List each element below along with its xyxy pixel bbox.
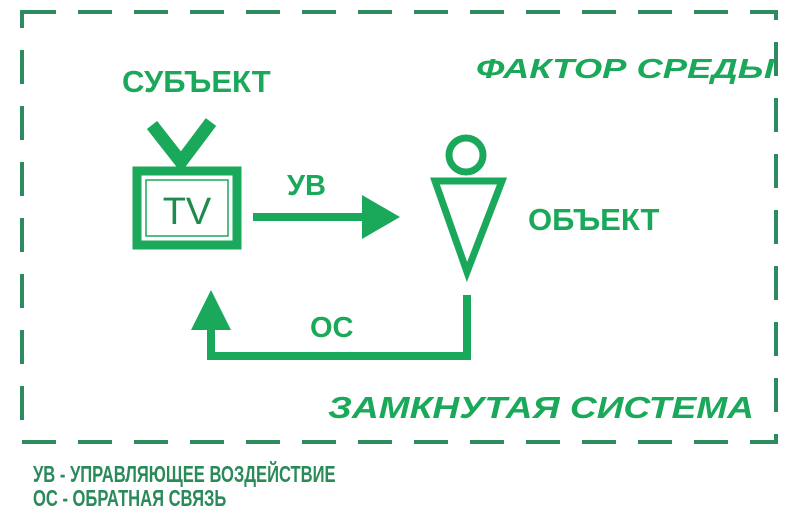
object-label: ОБЪЕКТ — [528, 202, 660, 237]
subject-label: СУБЪЕКТ — [122, 64, 271, 99]
person-body — [430, 177, 508, 283]
system-boundary-dashed — [20, 10, 778, 444]
legend-control-action: УВ - УПРАВЛЯЮЩЕЕ ВОЗДЕЙСТВИЕ — [33, 461, 336, 487]
person-icon — [430, 134, 508, 283]
person-head — [445, 134, 487, 176]
tv-text: TV — [163, 191, 212, 233]
tv-antenna — [146, 118, 217, 173]
control-arrow — [253, 195, 400, 239]
feedback-arrow — [191, 290, 471, 360]
tv-icon: TV — [132, 118, 242, 250]
control-arrowhead — [362, 195, 400, 239]
tv-frame — [132, 166, 242, 250]
tv-screen — [145, 179, 229, 237]
system-label: ЗАМКНУТАЯ СИСТЕМА — [328, 390, 754, 425]
feedback-arrow-label: ОС — [310, 312, 354, 344]
feedback-arrowhead — [191, 290, 231, 330]
environment-label: ФАКТОР СРЕДЫ — [476, 53, 775, 84]
control-arrow-label: УВ — [287, 170, 326, 202]
legend-feedback: ОС - ОБРАТНАЯ СВЯЗЬ — [33, 485, 227, 511]
